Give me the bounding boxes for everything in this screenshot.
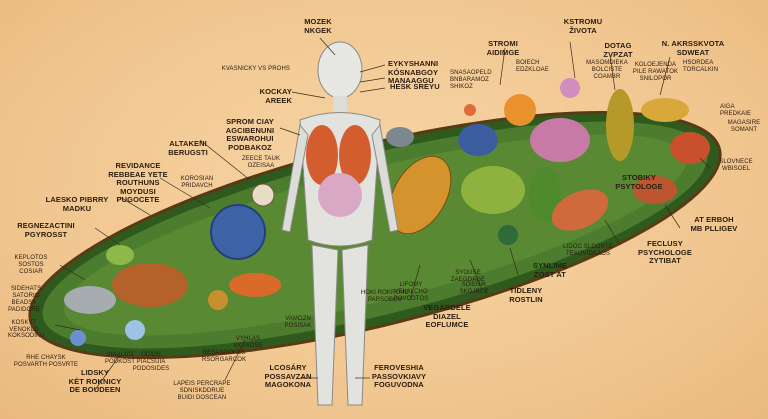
label-small-b: KOROSIAN PRIDAVCH — [180, 176, 214, 189]
label-vinaluo: VINALUO PODKOST — [104, 352, 136, 365]
label-lidoc: LIDOC SLCONTE TEAOVIDKAOS — [563, 244, 613, 257]
label-beadsa: BEADSA PADIDORE — [8, 300, 40, 313]
label-laesko: LAESKO PIBRRY MADKU — [45, 195, 109, 213]
label-lifomy: LIFOMY VEKALCHO POVCOTOS — [393, 282, 429, 302]
green-fish-figure — [461, 166, 525, 214]
blue-rat-figure — [458, 124, 498, 156]
pink-creature-figure — [530, 118, 590, 162]
leaf-insect-figure — [388, 155, 452, 235]
label-stobiky: STOBIKY PSYTOLOGE — [615, 173, 663, 191]
label-feclusy: FECLUSY PSYCHOLOGE ZYTIBAT — [638, 239, 692, 265]
flower-figure — [70, 330, 86, 346]
capybara-figure — [112, 263, 188, 307]
mouse-figure — [386, 127, 414, 147]
seed-figure — [498, 225, 518, 245]
label-rt-tag4: AIGA PREDKAIE — [720, 104, 752, 117]
label-odios: ODIOS PIACSUIA PODOSIDES — [132, 352, 170, 372]
label-aterboh: AT ERBOH MB PLLIGEV — [690, 215, 738, 233]
wolf-figure — [64, 286, 116, 314]
label-vamozn: VAMOZN POSISAK — [284, 316, 312, 329]
leader-lines — [54, 37, 711, 391]
label-nakrsk: N. AKRSSKVOTA SDWEAT — [661, 39, 725, 57]
label-mozek: MOZEK NKGEK — [304, 17, 332, 35]
fruit-figure — [208, 290, 228, 310]
label-koksodiku: KOKSODIKU — [8, 333, 45, 339]
label-altakeni: ALTAKENI BERUGSTI — [168, 139, 208, 157]
label-mid-tag2: BOIECH EDZKLOAE — [516, 60, 549, 73]
label-dotag: DOTAG ZVPZAT — [603, 41, 633, 59]
label-rt-tag1: MASOMDIEKA BOLCISTE COAMBR — [586, 60, 628, 80]
label-sidehats: SIDEHATS SATORIO — [10, 286, 42, 299]
red-berry-figure — [464, 104, 476, 116]
skull-figure — [251, 183, 275, 207]
plant-figure — [606, 89, 634, 161]
label-mid-tag1: SNASAOPELD BNBARAMOZ SHIKOZ — [450, 70, 492, 90]
frog-figure — [106, 245, 134, 265]
label-revidance: REVIDANCE REBBEAE YETE ROUTHUNS MOYDUSI … — [108, 161, 168, 204]
label-vyhlas: VYHLAS VIOWOSE — [233, 336, 263, 349]
pink-egg-figure — [560, 78, 580, 98]
blossom-figure — [125, 320, 145, 340]
label-sprom: SPROM CIAY AGCIBENUNI ESWAROHUI PODBAKOZ — [225, 117, 275, 152]
label-hesk: HESK SREYU — [390, 82, 440, 91]
berry-cluster-figure — [504, 94, 536, 126]
label-syouse: SYOUSE ZAEGDAGE — [450, 270, 486, 283]
label-synlime: SYNLIME ZOST AT — [532, 261, 568, 279]
label-regnezactini: REGNEZACTINI PGYROSST — [17, 221, 75, 239]
red-rodent-figure — [670, 132, 710, 164]
label-lidsky: LIDSKY KÉT ROKNICY DE BOUDEEN — [68, 368, 122, 394]
label-keplotos: KEPLOTOS SOSTOS COSIAR — [14, 255, 48, 275]
label-small-a: ZEECE TAUK OZEISAA — [241, 156, 281, 169]
blue-bug-figure — [210, 204, 266, 260]
shrimp-figure — [551, 189, 609, 231]
label-hoki: HOKI ROKRONC PARSOBOV — [360, 290, 410, 303]
label-stromi: STROMI AIDIMGE — [486, 39, 520, 57]
label-magasire: MAGASIRE SOMANT — [727, 120, 761, 133]
leaf-figure — [529, 167, 561, 223]
human-skeleton — [281, 41, 399, 406]
label-vegabdele: VEGABDELE DIAZEL EOFLUMCE — [423, 303, 471, 329]
label-kvasnicky: KVASNICKY VS PROHS — [221, 66, 290, 72]
label-rt-tag2: KOLOEJENDA PILE RAWATOK SNILOPOR — [632, 62, 679, 82]
label-lapeis: LAPEIS PERCRAPE SDNISKDDRUE BUIDI DOSCEA… — [173, 381, 231, 401]
label-slovnece: SLOVNECE WBISOEL — [719, 159, 753, 172]
red-fish-figure — [633, 176, 677, 204]
label-resandokes: RESANDOKES RSORGARCOK — [201, 350, 247, 363]
label-rhe: RHE CHAYSK POSVARTH POSVRTE — [13, 355, 79, 368]
label-feroveshia: FEROVESHIA PASSOVKIAVY FOGUVODNA — [371, 363, 427, 389]
label-rt-tag3: HSORDEA TORCALKIN — [683, 60, 719, 73]
label-lcosary: LCOSÁRY POSSAVZAN MAGOKONA — [264, 363, 312, 389]
label-eykyshanni: EYKYSHANNI KÓSNABGOY MANAAGGU — [388, 59, 439, 85]
label-sdienik: SDIENIK SKOJRCE — [459, 282, 489, 295]
dog-figure — [641, 98, 689, 122]
label-tidleny: TIDLENY ROSTLIN — [509, 286, 543, 304]
label-kstromu: KSTROMU ŽIVOTA — [563, 17, 603, 35]
organisms — [64, 78, 710, 346]
label-kockay: KOCKAY AREEK — [259, 87, 292, 105]
fish-figure — [229, 273, 281, 297]
label-koskyt: KOSKYT VENOKLD — [9, 320, 39, 333]
